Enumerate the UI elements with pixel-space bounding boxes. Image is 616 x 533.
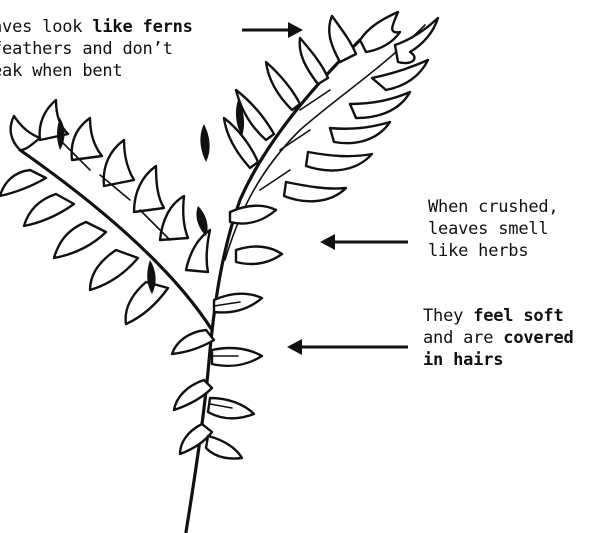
fern-leaf-illustration-icon [0, 12, 438, 532]
texture-line-3: in hairs [423, 349, 574, 371]
arrow-leaf-shape [242, 22, 303, 38]
inner-leaf-midrib [225, 25, 425, 260]
leaf-shape-annotation: aves look like ferns feathers and don’t … [0, 16, 193, 82]
upper-leaflets [200, 12, 438, 201]
texture-emphasis-covered: covered [503, 328, 573, 348]
texture-line-1: They feel soft [423, 305, 574, 327]
smell-annotation: When crushed, leaves smell like herbs [428, 196, 558, 262]
leaf-shape-line-1: aves look like ferns [0, 16, 193, 38]
texture-line-2: and are covered [423, 327, 574, 349]
leaf-stem [186, 40, 360, 532]
texture-annotation: They feel soft and are covered in hairs [423, 305, 574, 371]
leaf-shape-line-2: feathers and don’t [0, 38, 193, 60]
texture-emphasis-soft: feel soft [473, 306, 563, 326]
smell-line-3: like herbs [428, 240, 558, 262]
smell-line-2: leaves smell [428, 218, 558, 240]
leaf-shape-emphasis: like ferns [92, 17, 192, 37]
arrow-smell [320, 234, 408, 250]
left-leaflets [0, 100, 210, 324]
leaf-shape-line-3: eak when bent [0, 60, 193, 82]
texture-emphasis-hairs: in hairs [423, 350, 503, 370]
smell-line-1: When crushed, [428, 196, 558, 218]
arrow-texture [287, 339, 408, 355]
